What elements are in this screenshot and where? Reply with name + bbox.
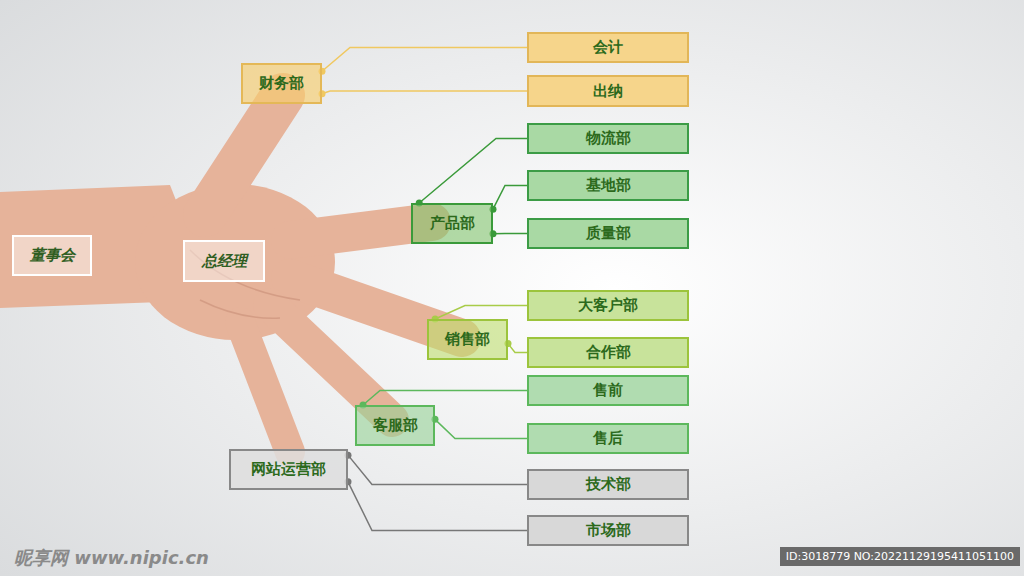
- box-label: 售前: [593, 381, 623, 400]
- connector-line: [322, 48, 527, 72]
- org-box: 网站运营部: [229, 449, 348, 490]
- connector-line: [493, 186, 527, 210]
- box-label: 大客户部: [578, 296, 638, 315]
- connector-line: [363, 391, 527, 406]
- box-label: 出纳: [593, 82, 623, 101]
- box-label: 总经理: [202, 252, 247, 271]
- box-label: 董事会: [30, 246, 75, 265]
- box-label: 合作部: [586, 343, 631, 362]
- org-box: 出纳: [527, 75, 689, 107]
- connector-line: [493, 233, 527, 235]
- box-label: 销售部: [445, 330, 490, 349]
- org-box: 基地部: [527, 170, 689, 201]
- org-box: 技术部: [527, 469, 689, 500]
- box-label: 物流部: [586, 129, 631, 148]
- box-label: 市场部: [586, 521, 631, 540]
- watermark: 昵享网 www.nipic.cn: [14, 546, 209, 570]
- image-id: ID:3018779 NO:20221129195411051100: [780, 547, 1020, 566]
- box-label: 会计: [593, 38, 623, 57]
- org-box: 产品部: [411, 203, 493, 244]
- org-box: 合作部: [527, 337, 689, 368]
- box-label: 客服部: [373, 416, 418, 435]
- org-box: 总经理: [183, 240, 265, 282]
- org-box: 董事会: [12, 235, 92, 276]
- org-box: 售后: [527, 423, 689, 454]
- org-box: 大客户部: [527, 290, 689, 321]
- box-label: 技术部: [586, 475, 631, 494]
- box-label: 基地部: [586, 176, 631, 195]
- org-box: 销售部: [427, 319, 508, 360]
- connector-line: [348, 455, 527, 484]
- org-box: 财务部: [241, 63, 322, 104]
- org-box: 客服部: [355, 405, 435, 446]
- org-box: 物流部: [527, 123, 689, 154]
- org-box: 质量部: [527, 218, 689, 249]
- org-box: 市场部: [527, 515, 689, 546]
- box-label: 产品部: [430, 214, 475, 233]
- box-label: 质量部: [586, 224, 631, 243]
- org-box: 会计: [527, 32, 689, 63]
- box-label: 网站运营部: [251, 460, 326, 479]
- connector-line: [348, 482, 527, 531]
- box-label: 售后: [593, 429, 623, 448]
- connector-line: [322, 91, 527, 94]
- connector-line: [419, 139, 527, 204]
- box-label: 财务部: [259, 74, 304, 93]
- connector-line: [435, 419, 527, 438]
- org-box: 售前: [527, 375, 689, 406]
- connector-line: [435, 306, 527, 320]
